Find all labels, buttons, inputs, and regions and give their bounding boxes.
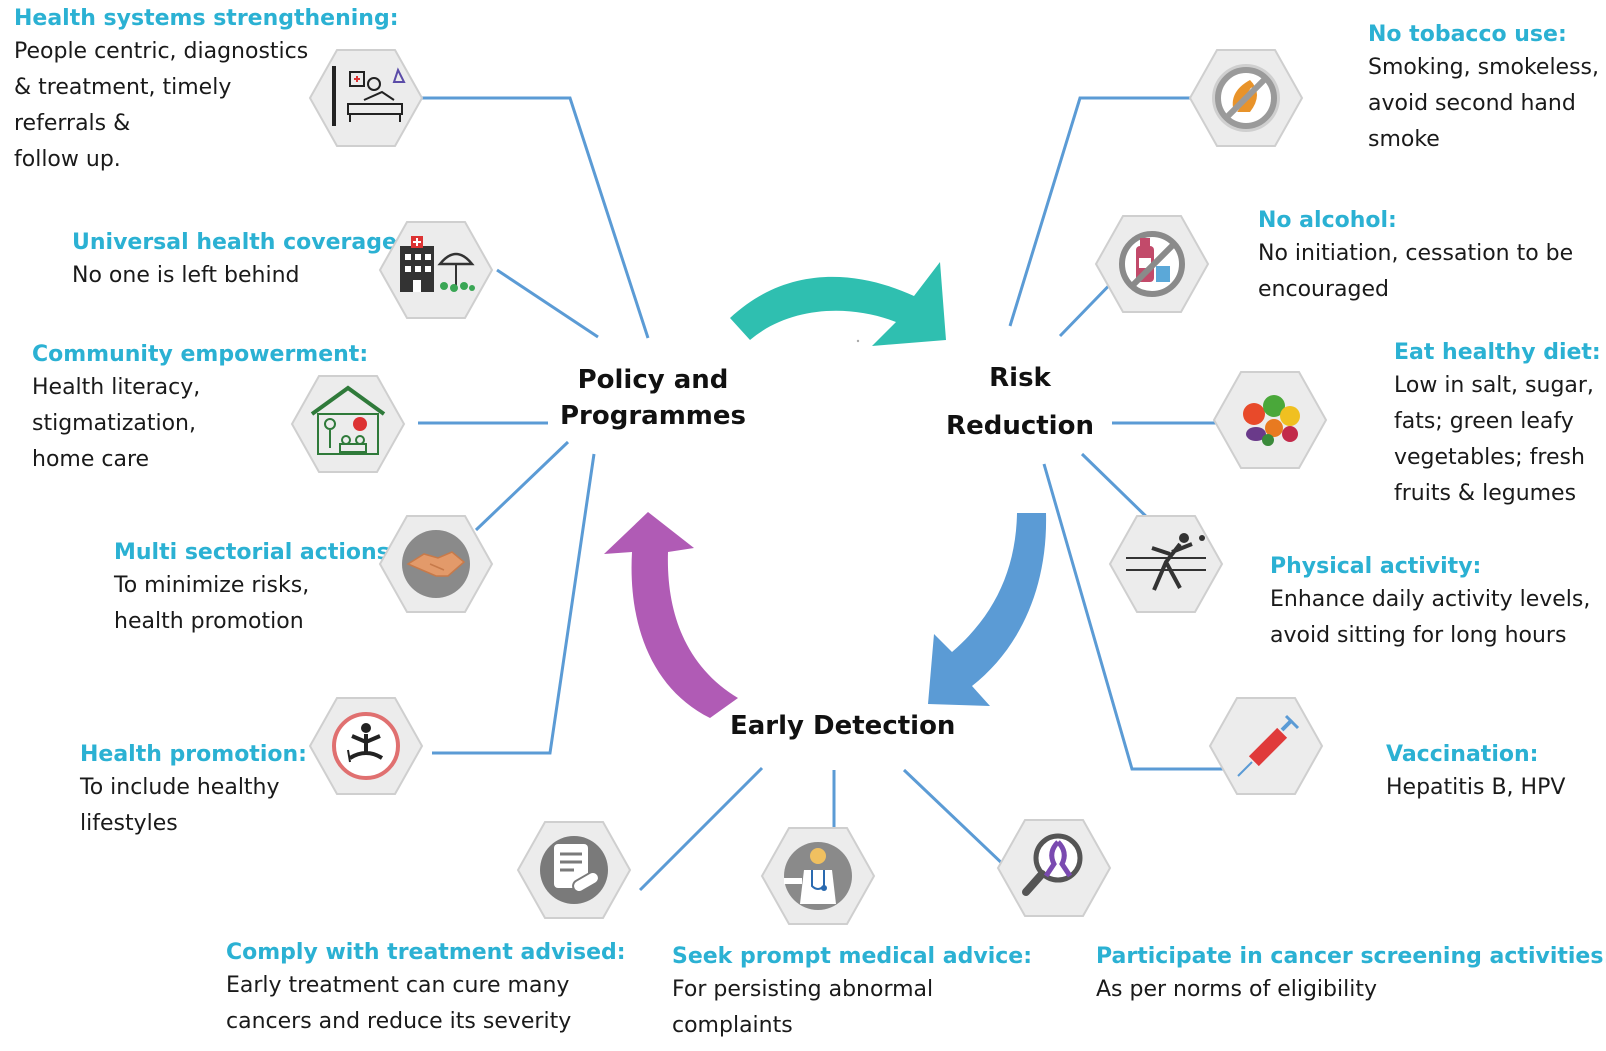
seek-heading: Seek prompt medical advice: xyxy=(672,944,1032,969)
connector-health-systems xyxy=(418,96,650,339)
hub-risk-line-2: Reduction xyxy=(946,411,1094,441)
connector-multisectoral xyxy=(474,440,570,532)
item-diet: Eat healthy diet: Low in salt, sugar, fa… xyxy=(1394,338,1601,512)
item-uhc: Universal health coverage: No one is lef… xyxy=(72,228,406,294)
item-promotion: Health promotion: To include healthy lif… xyxy=(80,740,307,842)
uhc-line: No one is left behind xyxy=(72,263,300,288)
health-systems-line: referrals & xyxy=(14,111,131,136)
arrow-risk-to-early xyxy=(928,513,1047,706)
screening-line: As per norms of eligibility xyxy=(1096,977,1377,1002)
community-line: home care xyxy=(32,447,150,472)
patient-bed-icon xyxy=(308,48,424,148)
connector-comply xyxy=(638,766,764,892)
vaccination-line: Hepatitis B, HPV xyxy=(1386,775,1566,800)
physical-line: Enhance daily activity levels, xyxy=(1270,587,1591,612)
health-systems-line: follow up. xyxy=(14,147,121,172)
item-physical: Physical activity: Enhance daily activit… xyxy=(1270,552,1590,654)
no-tobacco-icon xyxy=(1188,48,1304,148)
alcohol-heading: No alcohol: xyxy=(1258,208,1397,233)
diet-heading: Eat healthy diet: xyxy=(1394,340,1601,365)
seek-line: complaints xyxy=(672,1013,793,1038)
connector-promotion xyxy=(432,453,596,755)
item-health-systems: Health systems strengthening: People cen… xyxy=(14,4,399,178)
screening-heading: Participate in cancer screening activiti… xyxy=(1096,944,1606,969)
handshake-icon xyxy=(378,514,494,614)
seek-line: For persisting abnormal xyxy=(672,977,934,1002)
ribbon-magnifier-icon xyxy=(996,818,1112,918)
tobacco-line: smoke xyxy=(1368,127,1440,152)
hub-policy-line-1: Policy and xyxy=(577,365,729,395)
item-vaccination: Vaccination: Hepatitis B, HPV xyxy=(1386,740,1565,806)
hospital-umbrella-icon xyxy=(378,220,494,320)
no-alcohol-icon xyxy=(1094,214,1210,314)
multisectoral-heading: Multi sectorial actions: xyxy=(114,540,399,565)
arrow-policy-to-risk xyxy=(730,262,946,346)
comply-line: Early treatment can cure many xyxy=(226,973,570,998)
health-systems-line: People centric, diagnostics xyxy=(14,39,309,64)
health-systems-line: & treatment, timely xyxy=(14,75,232,100)
physical-heading: Physical activity: xyxy=(1270,554,1482,579)
item-screening: Participate in cancer screening activiti… xyxy=(1096,942,1606,1008)
item-comply: Comply with treatment advised: Early tre… xyxy=(226,938,626,1040)
multisectoral-line: To minimize risks, xyxy=(114,573,310,598)
multisectoral-line: health promotion xyxy=(114,609,304,634)
diet-line: Low in salt, sugar, xyxy=(1394,373,1594,398)
hub-risk-line-1: Risk xyxy=(989,363,1051,393)
connector-tobacco xyxy=(1008,96,1222,327)
diet-line: fruits & legumes xyxy=(1394,481,1577,506)
tobacco-line: avoid second hand xyxy=(1368,91,1576,116)
vaccination-heading: Vaccination: xyxy=(1386,742,1539,767)
uhc-heading: Universal health coverage: xyxy=(72,230,406,255)
connector-vaccination xyxy=(1042,463,1242,771)
hub-risk-reduction: Risk Reduction xyxy=(940,354,1100,450)
promotion-line: lifestyles xyxy=(80,811,178,836)
tobacco-line: Smoking, smokeless, xyxy=(1368,55,1600,80)
diet-line: vegetables; fresh xyxy=(1394,445,1585,470)
physical-line: avoid sitting for long hours xyxy=(1270,623,1567,648)
alcohol-line: No initiation, cessation to be xyxy=(1258,241,1574,266)
item-alcohol: No alcohol: No initiation, cessation to … xyxy=(1258,206,1573,308)
connector-uhc xyxy=(496,268,599,339)
community-line: Health literacy, xyxy=(32,375,201,400)
hub-early-detection: Early Detection xyxy=(730,711,956,741)
community-heading: Community empowerment: xyxy=(32,342,369,367)
yoga-icon xyxy=(308,696,424,796)
doctor-icon xyxy=(760,826,876,926)
item-multisectoral: Multi sectorial actions: To minimize ris… xyxy=(114,538,399,640)
item-community: Community empowerment: Health literacy, … xyxy=(32,340,368,478)
prescription-pill-icon xyxy=(516,820,632,920)
promotion-heading: Health promotion: xyxy=(80,742,307,767)
tobacco-heading: No tobacco use: xyxy=(1368,22,1567,47)
health-systems-heading: Health systems strengthening: xyxy=(14,6,399,31)
promotion-line: To include healthy xyxy=(80,775,280,800)
fruits-vegetables-icon xyxy=(1212,370,1328,470)
hub-policy-and-programmes: Policy and Programmes xyxy=(558,362,748,434)
item-tobacco: No tobacco use: Smoking, smokeless, avoi… xyxy=(1368,20,1599,158)
community-house-icon xyxy=(290,374,406,474)
comply-line: cancers and reduce its severity xyxy=(226,1009,572,1034)
alcohol-line: encouraged xyxy=(1258,277,1389,302)
sports-icon xyxy=(1108,514,1224,614)
syringe-icon xyxy=(1208,696,1324,796)
comply-heading: Comply with treatment advised: xyxy=(226,940,626,965)
item-seek: Seek prompt medical advice: For persisti… xyxy=(672,942,1032,1044)
diet-line: fats; green leafy xyxy=(1394,409,1574,434)
community-line: stigmatization, xyxy=(32,411,196,436)
hub-policy-line-2: Programmes xyxy=(559,401,746,431)
arrow-early-to-policy xyxy=(604,512,738,718)
